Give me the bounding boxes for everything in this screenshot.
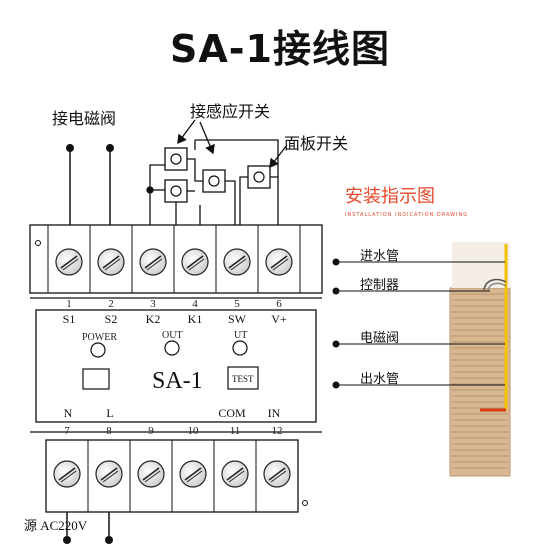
ut-led bbox=[232, 340, 248, 356]
display-window bbox=[82, 368, 110, 390]
terminal-name: L bbox=[106, 406, 114, 420]
terminal-name: S2 bbox=[104, 312, 118, 326]
ut-led-label: UT bbox=[234, 330, 248, 341]
out-led-label: OUT bbox=[162, 330, 183, 341]
controller-label: 控制器 bbox=[360, 278, 400, 293]
installation-illustration bbox=[449, 242, 511, 477]
power-wires bbox=[63, 512, 113, 544]
page-title: SA-1接线图 bbox=[170, 27, 390, 71]
terminal-number: 6 bbox=[276, 298, 282, 310]
inlet-pipe-label: 进水管 bbox=[360, 249, 400, 264]
terminal-number: 2 bbox=[108, 298, 114, 310]
power-led bbox=[90, 342, 106, 358]
solenoid-label: 电磁阀 bbox=[360, 331, 400, 346]
solenoid-wires bbox=[66, 144, 114, 225]
solenoid-valve-label: 接电磁阀 bbox=[52, 109, 117, 128]
panel-switch-label: 面板开关 bbox=[284, 134, 349, 153]
terminal-name: SW bbox=[228, 312, 246, 326]
test-button-frame bbox=[227, 366, 259, 390]
terminal-number: 7 bbox=[64, 425, 70, 437]
terminal-number: 4 bbox=[192, 298, 198, 310]
power-led-label: POWER bbox=[82, 332, 117, 343]
terminal-number: 3 bbox=[150, 298, 156, 310]
terminal-number: 9 bbox=[148, 425, 154, 437]
test-button[interactable]: TEST bbox=[232, 374, 254, 384]
terminal-number: 10 bbox=[187, 425, 199, 437]
terminal-name: K2 bbox=[145, 312, 161, 326]
module-indicators bbox=[82, 340, 259, 390]
install-leader-lines bbox=[332, 258, 505, 389]
terminal-name: IN bbox=[267, 406, 281, 420]
terminal-name: N bbox=[63, 406, 73, 420]
sensor-arrows bbox=[177, 119, 215, 155]
panel-switch-symbol bbox=[247, 165, 271, 189]
terminal-name: S1 bbox=[62, 312, 76, 326]
install-subtitle: INSTALLATION INDICATION DRAWING bbox=[345, 212, 469, 218]
sensor-switch-wires bbox=[146, 140, 236, 225]
terminal-name: V+ bbox=[271, 312, 287, 326]
bottom-screws bbox=[53, 460, 291, 488]
terminal-name: COM bbox=[218, 406, 246, 420]
model-name: SA-1 bbox=[152, 368, 203, 394]
terminal-number: 11 bbox=[229, 425, 241, 437]
install-title: 安装指示图 bbox=[345, 186, 435, 207]
terminal-number: 12 bbox=[271, 425, 283, 437]
terminal-number: 1 bbox=[66, 298, 72, 310]
terminal-name: K1 bbox=[187, 312, 203, 326]
power-supply-label: 源 AC220V bbox=[24, 518, 88, 533]
terminal-number: 5 bbox=[234, 298, 240, 310]
panel-arrow bbox=[269, 144, 288, 169]
sensor-switch-label: 接感应开关 bbox=[190, 102, 271, 121]
out-led bbox=[164, 340, 180, 356]
outlet-pipe-label: 出水管 bbox=[360, 372, 400, 387]
terminal-number: 8 bbox=[106, 425, 112, 437]
top-screws bbox=[55, 248, 293, 276]
controller-module bbox=[29, 224, 323, 513]
